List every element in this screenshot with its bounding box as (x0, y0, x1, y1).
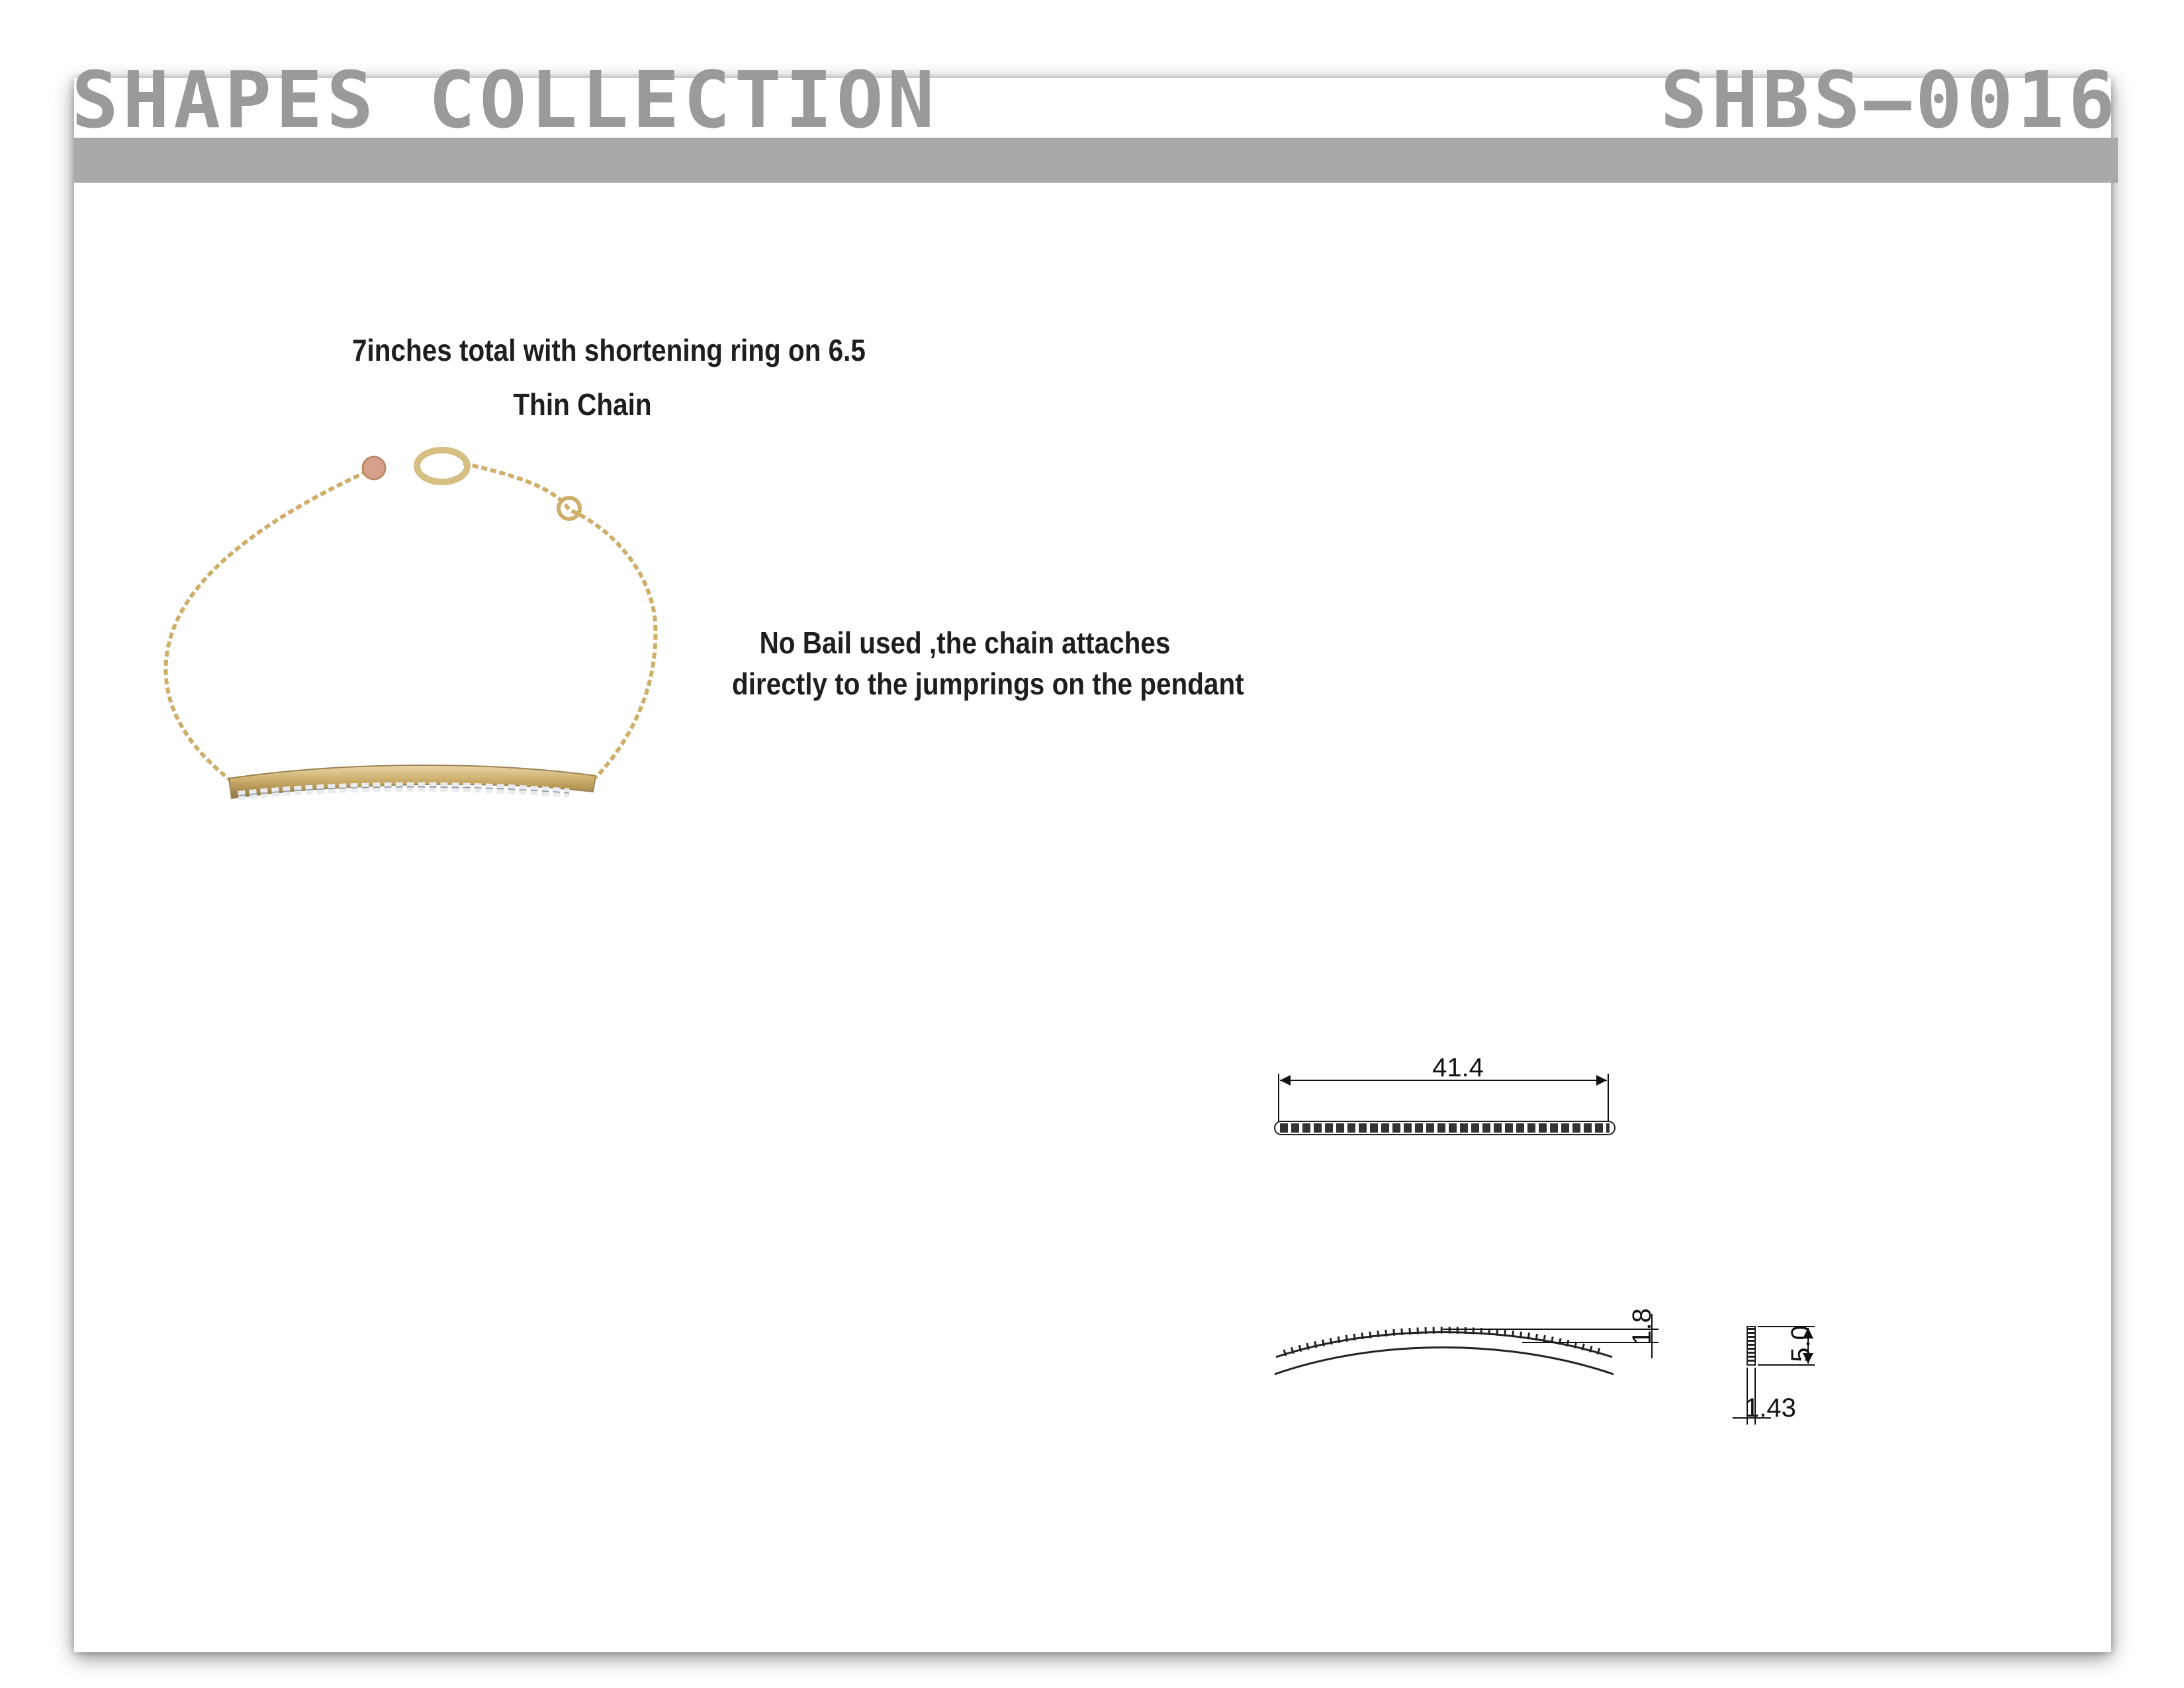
side-view-bar-bottom (1274, 1346, 1614, 1376)
curve-height-dimension: 1.8 (1627, 1308, 1657, 1345)
bail-note-line2: directly to the jumprings on the pendant (732, 667, 1244, 701)
shortening-ring (557, 496, 582, 521)
drawing-sheet (74, 78, 2111, 1652)
collection-title: SHAPES COLLECTION (71, 54, 938, 146)
width-dimension: 1.43 (1745, 1393, 1796, 1423)
side-view-drawing: 1.8 (1274, 1308, 1659, 1376)
bail-note-line1: No Bail used ,the chain attaches (759, 626, 1171, 660)
length-dimension: 41.4 (1432, 1053, 1484, 1082)
pendant-bar (228, 764, 597, 800)
chain-left (163, 469, 369, 783)
pendant-stones-outline (238, 786, 570, 796)
lobster-clasp (414, 447, 471, 485)
thickness-dimension: 5.0 (1786, 1325, 1815, 1362)
item-code: SHBS–0016 (1660, 54, 2119, 146)
length-note: 7inches total with shortening ring on 6.… (352, 333, 866, 367)
chain-right (463, 461, 658, 780)
side-view-prongs (1283, 1327, 1606, 1356)
bail-note: No Bail used ,the chain attaches directl… (732, 622, 1244, 704)
chain-note: Thin Chain (513, 387, 652, 422)
header-band (74, 138, 2118, 183)
end-view-drawing: 5.0 1.43 (1733, 1325, 1815, 1425)
bracelet-image (163, 447, 658, 800)
side-view-bar-top (1275, 1331, 1613, 1358)
top-view-drawing: 41.4 (1274, 1053, 1615, 1135)
clasp-bead (361, 455, 387, 481)
